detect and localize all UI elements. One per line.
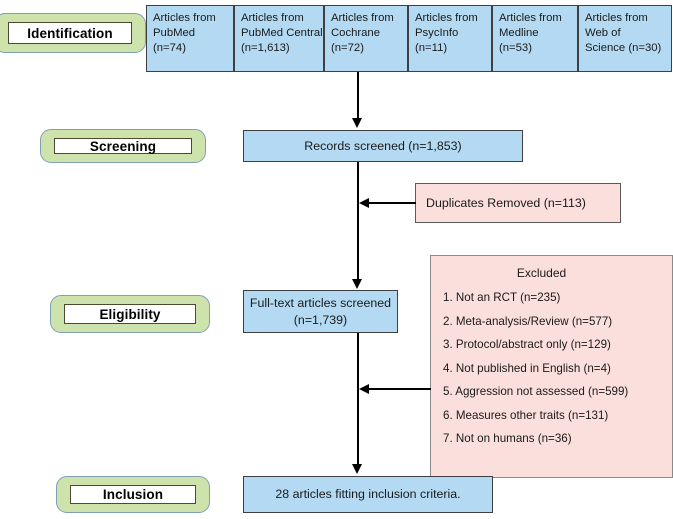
- source-medline-line2: Medline: [499, 26, 539, 39]
- stage-label-identification-text: Identification: [8, 22, 132, 44]
- arrowhead-sources-to-screened: [352, 118, 362, 128]
- source-box-medline: Articles from Medline (n=53): [492, 5, 578, 72]
- source-cochrane-line3: (n=72): [331, 41, 364, 54]
- excluded-title: Excluded: [516, 266, 567, 280]
- node-records-screened-text: Records screened (n=1,853): [304, 138, 462, 153]
- source-web-of-science-line3: Science (n=30): [585, 41, 662, 54]
- excluded-item: 3. Protocol/abstract only (n=129): [443, 338, 611, 351]
- stage-label-inclusion: Inclusion: [56, 476, 210, 513]
- source-psycinfo-line1: Articles from: [415, 12, 478, 24]
- arrowhead-screened-to-fulltext: [352, 279, 362, 289]
- node-fulltext-screened-line2: (n=1,739): [293, 312, 348, 327]
- connector-excluded-to-main: [369, 388, 431, 390]
- source-box-web-of-science: Articles from Web of Science (n=30): [578, 5, 672, 72]
- arrowhead-excluded-to-main: [359, 384, 369, 394]
- excluded-item: 4. Not published in English (n=4): [443, 361, 611, 375]
- stage-label-screening: Screening: [40, 129, 206, 163]
- source-web-of-science-line1: Articles from: [585, 12, 648, 24]
- connector-duplicates-to-main: [369, 202, 416, 204]
- excluded-reason-list: 1. Not an RCT (n=235) 2. Meta-analysis/R…: [443, 291, 662, 445]
- source-cochrane-line1: Articles from: [331, 12, 394, 24]
- node-duplicates-removed-text: Duplicates Removed (n=113): [426, 195, 586, 210]
- stage-label-screening-text: Screening: [54, 138, 192, 154]
- excluded-item: 5. Aggression not assessed (n=599): [443, 385, 629, 398]
- connector-sources-to-screened: [357, 72, 359, 119]
- source-pubmed-line2: PubMed: [153, 26, 196, 39]
- node-included-text: 28 articles fitting inclusion criteria.: [275, 487, 461, 502]
- source-medline-line1: Articles from: [499, 12, 562, 24]
- node-records-screened: Records screened (n=1,853): [243, 130, 523, 162]
- arrowhead-duplicates-to-main: [359, 198, 369, 208]
- connector-fulltext-to-included: [357, 333, 359, 465]
- source-box-psycinfo: Articles from PsycInfo (n=11): [408, 5, 492, 72]
- connector-screened-to-fulltext: [357, 162, 359, 280]
- arrowhead-fulltext-to-included: [352, 464, 362, 474]
- excluded-item: 7. Not on humans (n=36): [443, 432, 572, 445]
- source-web-of-science-line2: Web of: [585, 26, 621, 39]
- stage-label-identification: Identification: [0, 13, 146, 53]
- excluded-item: 2. Meta-analysis/Review (n=577): [443, 314, 613, 328]
- source-pubmed-central-line3: (n=1,613): [241, 41, 290, 54]
- excluded-item: 1. Not an RCT (n=235): [443, 291, 561, 304]
- source-box-pubmed-central: Articles from PubMed Central (n=1,613): [234, 5, 324, 72]
- source-pubmed-line1: Articles from: [153, 12, 216, 24]
- excluded-item: 6. Measures other traits (n=131): [443, 408, 609, 422]
- source-box-cochrane: Articles from Cochrane (n=72): [324, 5, 408, 72]
- node-excluded-panel: Excluded 1. Not an RCT (n=235) 2. Meta-a…: [430, 255, 673, 478]
- source-pubmed-central-line2: PubMed Central: [241, 26, 323, 39]
- node-included: 28 articles fitting inclusion criteria.: [243, 476, 493, 513]
- source-box-pubmed: Articles from PubMed (n=74): [146, 5, 234, 72]
- source-psycinfo-line3: (n=11): [415, 41, 448, 54]
- source-psycinfo-line2: PsycInfo: [415, 26, 459, 39]
- node-fulltext-screened: Full-text articles screened (n=1,739): [243, 290, 398, 333]
- stage-label-inclusion-text: Inclusion: [70, 485, 196, 504]
- source-medline-line3: (n=53): [499, 41, 532, 54]
- node-fulltext-screened-line1: Full-text articles screened: [249, 296, 392, 311]
- source-pubmed-central-line1: Articles from: [241, 12, 304, 24]
- stage-label-eligibility: Eligibility: [50, 295, 210, 333]
- stage-label-eligibility-text: Eligibility: [64, 304, 196, 324]
- source-pubmed-line3: (n=74): [153, 41, 186, 54]
- node-duplicates-removed: Duplicates Removed (n=113): [415, 183, 621, 223]
- source-cochrane-line2: Cochrane: [331, 26, 380, 39]
